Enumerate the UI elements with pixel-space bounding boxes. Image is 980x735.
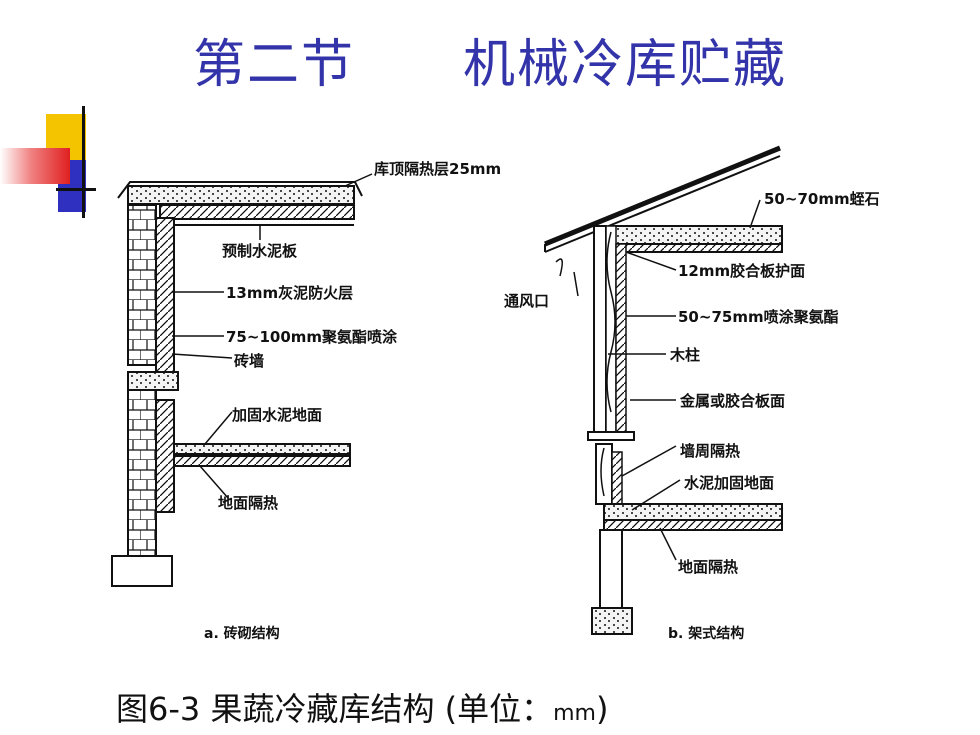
cold-storage-structure-diagram: 库顶隔热层25mm 预制水泥板 13mm灰泥防火层 75~100mm聚氨酯喷涂 … — [111, 145, 880, 642]
brick-leader-lines — [171, 173, 373, 499]
label-brick-structure: a. 砖砌结构 — [204, 625, 280, 642]
callout-frame-floor-insulation: 地面隔热 — [678, 558, 738, 576]
callout-floor-insulation: 地面隔热 — [218, 494, 278, 512]
slide-title: 第二节 机械冷库贮藏 — [192, 35, 787, 95]
label-frame-structure: b. 架式结构 — [668, 625, 744, 642]
frame-leader-lines — [573, 199, 761, 561]
callout-concrete-reinforced-floor: 水泥加固地面 — [684, 474, 774, 492]
caption-end: ) — [595, 690, 609, 728]
decorative-bullet-graphic — [0, 100, 100, 230]
callout-vent: 通风口 — [504, 292, 549, 310]
callout-reinforced-floor: 加固水泥地面 — [231, 406, 322, 424]
callout-fireproof-plaster: 13mm灰泥防火层 — [226, 284, 353, 302]
callout-roof-insulation: 库顶隔热层25mm — [374, 160, 501, 178]
caption-text: 图6-3 果蔬冷藏库结构 (单位： — [116, 690, 554, 728]
callout-wood-column: 木柱 — [669, 346, 700, 364]
callout-plywood-facing: 12mm胶合板护面 — [678, 262, 805, 280]
callout-brick-wall: 砖墙 — [234, 352, 264, 370]
callout-vermiculite: 50~70mm蛭石 — [764, 190, 880, 208]
callout-precast-slab: 预制水泥板 — [222, 242, 298, 260]
callout-metal-plywood-face: 金属或胶合板面 — [679, 392, 785, 410]
callout-spray-polyurethane: 50~75mm喷涂聚氨酯 — [678, 308, 839, 326]
frame-callouts: 50~70mm蛭石 通风口 12mm胶合板护面 50~75mm喷涂聚氨酯 木柱 … — [504, 190, 880, 642]
caption-unit: mm — [553, 701, 596, 726]
figure-caption: 图6-3 果蔬冷藏库结构 (单位：mm) — [116, 684, 608, 730]
callout-wall-perimeter-insulation: 墙周隔热 — [680, 442, 740, 460]
frame-structure-drawing — [544, 145, 783, 635]
callout-polyurethane-spray: 75~100mm聚氨酯喷涂 — [226, 328, 398, 346]
brick-callouts: 库顶隔热层25mm 预制水泥板 13mm灰泥防火层 75~100mm聚氨酯喷涂 … — [204, 160, 501, 642]
brick-structure-drawing — [111, 181, 363, 587]
